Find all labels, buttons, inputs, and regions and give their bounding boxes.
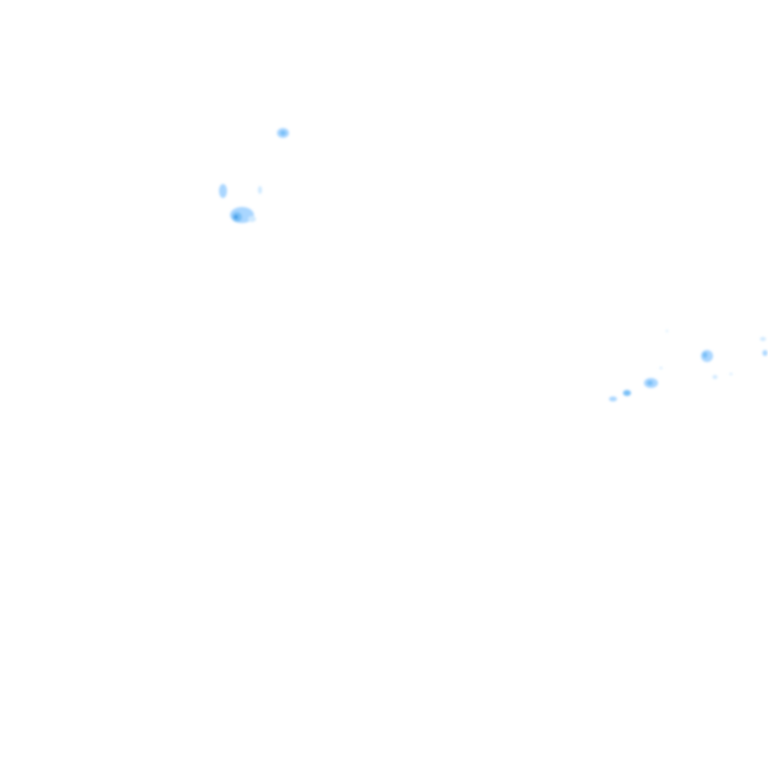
precip-cell	[712, 375, 718, 379]
precip-cell	[702, 352, 708, 358]
precip-cell	[760, 337, 766, 341]
precip-cell	[258, 186, 262, 194]
precip-cell	[623, 390, 631, 396]
precip-cell	[234, 215, 238, 219]
precip-cluster-northwest	[219, 128, 289, 223]
precip-cell	[762, 350, 768, 356]
precip-cell	[665, 330, 669, 332]
precip-cell	[248, 216, 256, 222]
precip-cell	[219, 184, 227, 198]
precip-cell	[280, 130, 286, 136]
precip-cluster-east	[609, 330, 768, 402]
precip-cell	[659, 367, 663, 369]
precip-cell	[647, 380, 653, 386]
precip-cell	[729, 373, 733, 375]
precip-cell	[609, 396, 617, 402]
